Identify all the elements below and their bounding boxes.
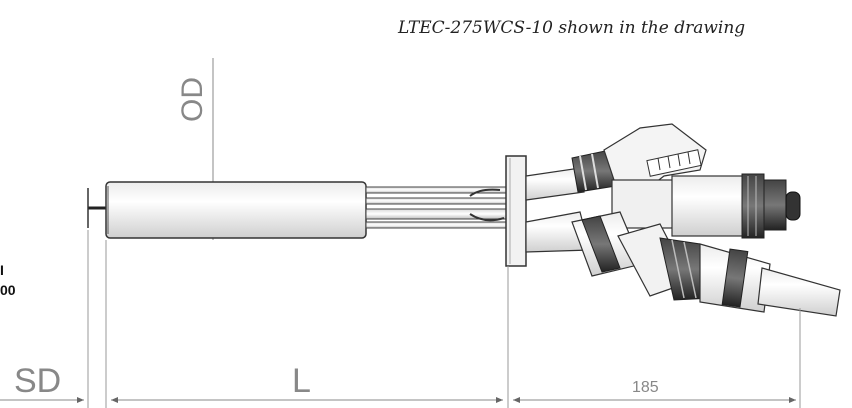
drawing-caption: LTEC-275WCS-10 shown in the drawing (398, 18, 746, 38)
flange (505, 155, 527, 267)
cropped-label-top: I (0, 262, 4, 278)
length-185-label: 185 (632, 379, 659, 396)
probe-tube (105, 181, 367, 239)
support-rods (365, 186, 507, 229)
od-label: OD (176, 77, 209, 122)
cropped-label-bottom: 00 (0, 282, 16, 298)
sd-label: SD (14, 362, 61, 400)
l-label: L (292, 362, 311, 400)
upper-fitting (525, 123, 707, 201)
connector-body (611, 173, 801, 239)
lower-hose (525, 211, 841, 317)
